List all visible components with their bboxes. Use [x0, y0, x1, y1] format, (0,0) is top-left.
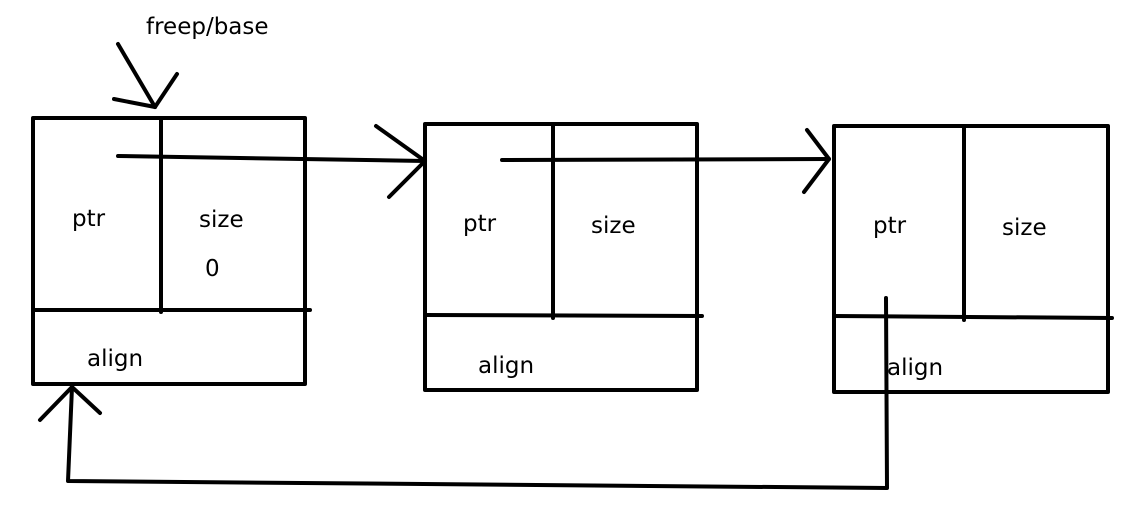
- block-3-size-label: size: [1002, 215, 1047, 241]
- block-3: ptr size align: [832, 124, 1114, 394]
- block-1-align-label: align: [87, 346, 143, 372]
- block-2: ptr size align: [423, 122, 704, 392]
- block-2-align-divider: [423, 313, 704, 318]
- block-1-size-label: size: [199, 207, 244, 233]
- block-1-size-value: 0: [205, 256, 220, 282]
- block-1-outline: [31, 116, 307, 386]
- freep-base-label: freep/base: [146, 14, 269, 40]
- block-2-ptr-label: ptr: [463, 211, 497, 237]
- block-2-outline: [423, 122, 699, 392]
- block-2-size-label: size: [591, 213, 636, 239]
- link-arrow-3-to-1: [38, 296, 889, 490]
- link-arrow-1-to-2: [116, 124, 427, 199]
- block-3-align-divider: [832, 314, 1114, 320]
- link-arrow-2-to-3: [500, 128, 831, 194]
- block-2-align-label: align: [478, 353, 534, 379]
- freep-pointer-arrow: [112, 42, 179, 109]
- block-3-ptr-label: ptr: [873, 213, 907, 239]
- block-1-ptr-label: ptr: [72, 206, 106, 232]
- block-1: ptr size 0 align: [31, 116, 312, 386]
- block-3-align-label: align: [887, 355, 943, 381]
- block-3-outline: [832, 124, 1110, 394]
